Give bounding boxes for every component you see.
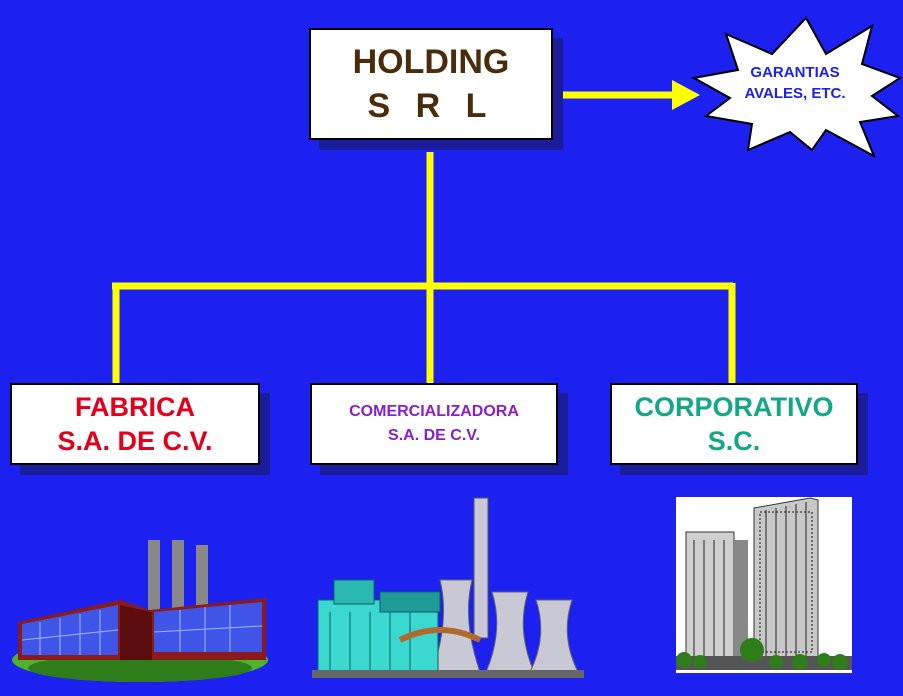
arrow-head-icon <box>672 80 700 110</box>
comercializadora-box: COMERCIALIZADORA S.A. DE C.V. <box>310 383 558 465</box>
holding-box: HOLDING S R L <box>309 28 553 140</box>
fabrica-name: FABRICA <box>75 392 195 422</box>
fabrica-box: FABRICA S.A. DE C.V. <box>10 383 260 465</box>
comercializadora-type: S.A. DE C.V. <box>388 427 480 444</box>
guarantees-line-2: AVALES, ETC. <box>744 85 846 102</box>
holding-type: S R L <box>367 87 495 125</box>
corporativo-type: S.C. <box>707 426 761 456</box>
connector-lines <box>112 91 736 386</box>
fabrica-type: S.A. DE C.V. <box>57 426 213 456</box>
guarantees-label: GARANTIAS AVALES, ETC. <box>700 62 890 104</box>
guarantees-line-1: GARANTIAS <box>750 64 840 81</box>
factory-illustration <box>12 540 268 682</box>
holding-name: HOLDING <box>352 43 510 81</box>
power-plant-illustration <box>312 497 584 678</box>
starburst-shape <box>691 16 903 159</box>
corporativo-name: CORPORATIVO <box>634 392 834 422</box>
corporativo-box: CORPORATIVO S.C. <box>610 383 858 465</box>
comercializadora-name: COMERCIALIZADORA <box>349 403 519 420</box>
office-buildings-illustration <box>676 497 852 673</box>
